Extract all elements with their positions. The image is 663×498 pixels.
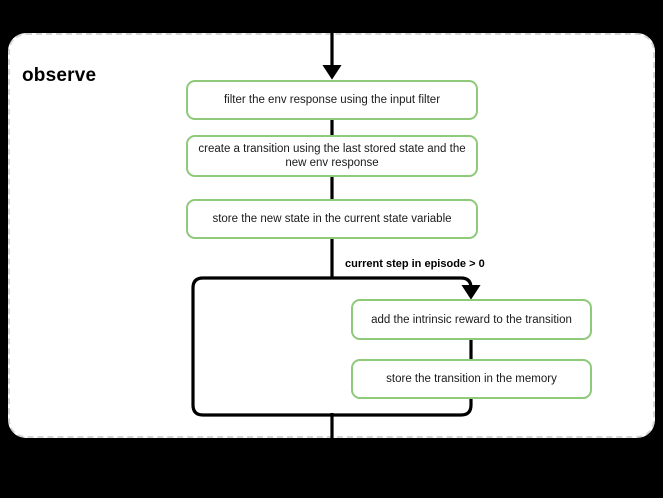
- node-store-transition-memory[interactable]: store the transition in the memory: [351, 359, 592, 399]
- scope-title: observe: [22, 65, 97, 86]
- node-add-intrinsic-reward[interactable]: add the intrinsic reward to the transiti…: [351, 299, 592, 340]
- node-filter-env-response[interactable]: filter the env response using the input …: [186, 80, 478, 120]
- node-store-new-state[interactable]: store the new state in the current state…: [186, 199, 478, 239]
- node-create-transition[interactable]: create a transition using the last store…: [186, 135, 478, 177]
- edge-label-branch-condition: current step in episode > 0: [345, 258, 485, 270]
